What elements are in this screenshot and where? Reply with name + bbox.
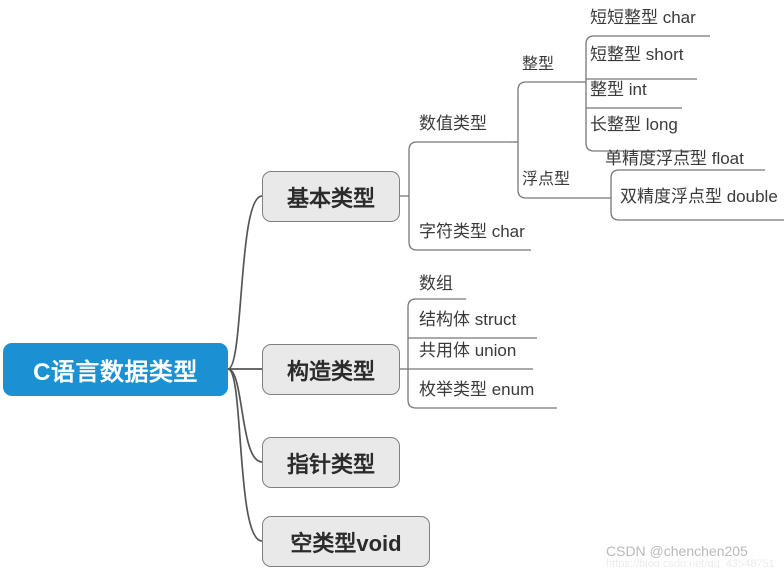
leaf-double[interactable]: 双精度浮点型 double: [620, 187, 778, 206]
watermark-url: https://blog.csdn.net/qq_43548751: [606, 558, 775, 568]
branch-node-basic-type-label: 基本类型: [286, 185, 375, 211]
branch-node-void-type[interactable]: 空类型void: [262, 516, 430, 567]
leaf-float[interactable]: 单精度浮点型 float: [605, 149, 744, 168]
node-float-group[interactable]: 浮点型: [522, 171, 571, 188]
node-char-type[interactable]: 字符类型 char: [419, 222, 525, 241]
branch-node-struct-type-label: 构造类型: [286, 358, 375, 384]
node-numeric-type[interactable]: 数值类型: [419, 114, 487, 133]
leaf-short-int[interactable]: 短整型 short: [590, 45, 684, 64]
leaf-long-int[interactable]: 长整型 long: [590, 115, 678, 134]
root-node[interactable]: C语言数据类型: [3, 343, 228, 396]
leaf-enum[interactable]: 枚举类型 enum: [419, 380, 535, 399]
leaf-array[interactable]: 数组: [419, 274, 453, 293]
branch-node-basic-type[interactable]: 基本类型: [262, 171, 400, 222]
leaf-union[interactable]: 共用体 union: [419, 341, 517, 360]
branch-node-void-type-label: 空类型void: [290, 530, 402, 556]
leaf-int[interactable]: 整型 int: [590, 80, 647, 99]
branch-node-pointer-type[interactable]: 指针类型: [262, 437, 400, 488]
leaf-struct[interactable]: 结构体 struct: [419, 310, 517, 329]
watermark-text: CSDN @chenchen205: [606, 543, 748, 559]
leaf-char-tiny-int[interactable]: 短短整型 char: [590, 8, 696, 27]
node-integer-group[interactable]: 整型: [522, 56, 555, 73]
branch-node-pointer-type-label: 指针类型: [286, 451, 375, 477]
branch-node-struct-type[interactable]: 构造类型: [262, 344, 400, 395]
root-node-label: C语言数据类型: [33, 359, 198, 386]
